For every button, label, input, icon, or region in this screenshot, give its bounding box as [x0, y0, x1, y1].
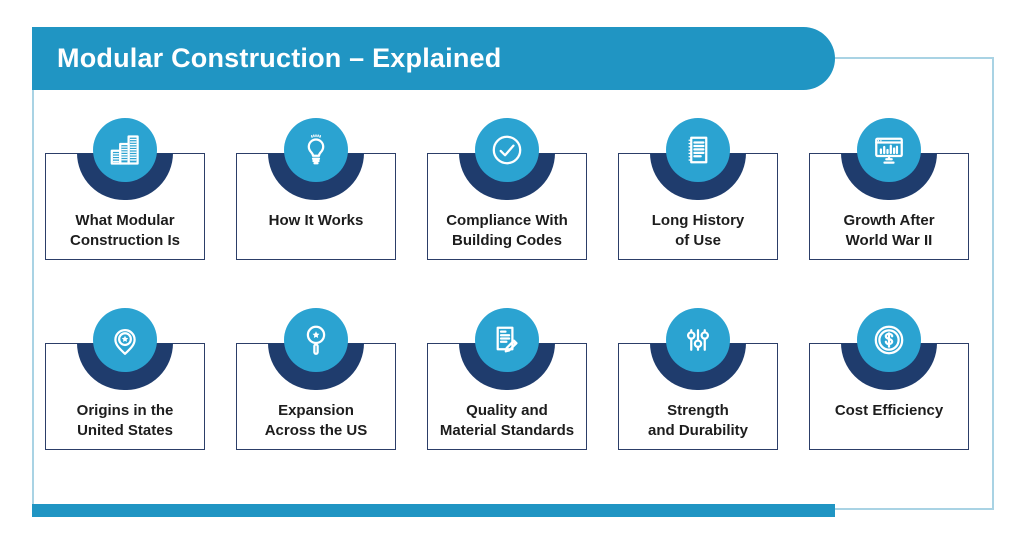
lightbulb-icon [298, 132, 334, 168]
card-long-history-of-use: Long History of Use [618, 118, 778, 260]
card-title: Quality and Material Standards [439, 402, 575, 439]
icon-circle [93, 308, 157, 372]
icon-circle [475, 118, 539, 182]
card-title: Origins in the United States [76, 402, 174, 439]
footer-bar [32, 504, 835, 517]
icon-circle [666, 118, 730, 182]
sliders-icon [680, 322, 716, 358]
card-compliance-with-building-codes: Compliance With Building Codes [427, 118, 587, 260]
monitor-chart-icon [871, 132, 907, 168]
buildings-icon [107, 132, 143, 168]
card-title: Compliance With Building Codes [446, 212, 568, 249]
location-pin-star-icon [107, 322, 143, 358]
card-title: What Modular Construction Is [69, 212, 180, 249]
card-title: How It Works [268, 212, 364, 229]
card-title: Cost Efficiency [834, 402, 944, 419]
icon-circle [857, 118, 921, 182]
card-cost-efficiency: Cost Efficiency [809, 308, 969, 450]
card-growth-after-world-war-ii: Growth After World War II [809, 118, 969, 260]
document-pencil-icon [489, 322, 525, 358]
icon-circle [666, 308, 730, 372]
icon-circle [475, 308, 539, 372]
icon-circle [284, 118, 348, 182]
card-how-it-works: How It Works [236, 118, 396, 260]
card-row-1: What Modular Construction Is [45, 118, 969, 260]
check-circle-icon [489, 132, 525, 168]
card-title: Expansion Across the US [264, 402, 368, 439]
header-bar: Modular Construction – Explained [32, 27, 835, 90]
card-row-2: Origins in the United States [45, 308, 969, 450]
card-strength-and-durability: Strength and Durability [618, 308, 778, 450]
card-title: Long History of Use [651, 212, 745, 249]
notepad-icon [680, 132, 716, 168]
icon-circle [857, 308, 921, 372]
dollar-coin-icon [871, 322, 907, 358]
card-what-modular-construction-is: What Modular Construction Is [45, 118, 205, 260]
page-title: Modular Construction – Explained [57, 43, 502, 73]
icon-circle [93, 118, 157, 182]
card-origins-in-the-united-states: Origins in the United States [45, 308, 205, 450]
icon-circle [284, 308, 348, 372]
card-expansion-across-the-us: Expansion Across the US [236, 308, 396, 450]
card-title: Growth After World War II [843, 212, 935, 249]
card-quality-and-material-standards: Quality and Material Standards [427, 308, 587, 450]
card-title: Strength and Durability [647, 402, 748, 439]
magnifier-star-icon [298, 322, 334, 358]
